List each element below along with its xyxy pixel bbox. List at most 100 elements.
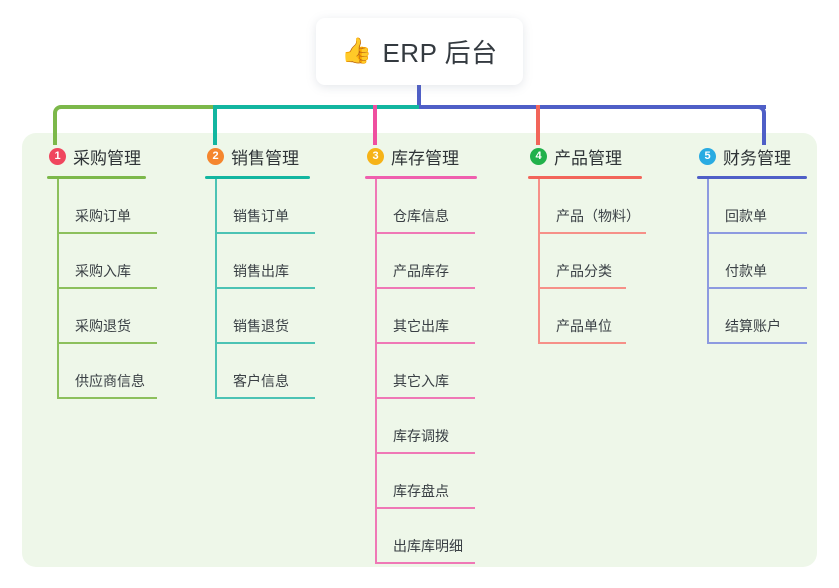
list-item[interactable]: 客户信息 — [215, 344, 355, 399]
drop-col-1 — [53, 113, 57, 145]
column-header[interactable]: 3 库存管理 — [365, 143, 515, 169]
leaf-label: 采购订单 — [75, 208, 131, 224]
leaf-label: 付款单 — [725, 263, 767, 279]
list-item[interactable]: 仓库信息 — [375, 179, 515, 234]
column-product: 4 产品管理 产品（物料） 产品分类 产品单位 — [528, 143, 678, 344]
leaf-label: 销售退货 — [233, 318, 289, 334]
leaf-label: 客户信息 — [233, 373, 289, 389]
bus-green — [63, 105, 213, 109]
list-item[interactable]: 出库库明细 — [375, 509, 515, 564]
bus-left-corner — [53, 105, 65, 117]
leaf-rule — [375, 507, 475, 509]
list-item[interactable]: 产品（物料） — [538, 179, 678, 234]
leaf-label: 产品单位 — [556, 318, 612, 334]
leaf-list: 仓库信息 产品库存 其它出库 其它入库 库存调拨 库存盘点 — [375, 179, 515, 564]
column-title: 库存管理 — [391, 148, 459, 168]
bus-indigo — [419, 105, 766, 109]
list-item[interactable]: 库存盘点 — [375, 454, 515, 509]
leaf-spine — [215, 179, 217, 399]
root-stem — [417, 85, 421, 107]
leaf-label: 产品库存 — [393, 263, 449, 279]
leaf-list: 采购订单 采购入库 采购退货 供应商信息 — [57, 179, 197, 399]
list-item[interactable]: 结算账户 — [707, 289, 839, 344]
leaf-label: 销售出库 — [233, 263, 289, 279]
list-item[interactable]: 产品库存 — [375, 234, 515, 289]
leaf-label: 出库库明细 — [393, 538, 463, 554]
leaf-rule — [57, 397, 157, 399]
leaf-label: 供应商信息 — [75, 373, 145, 389]
column-header[interactable]: 5 财务管理 — [697, 143, 839, 169]
bus-teal — [213, 105, 419, 109]
column-title: 产品管理 — [554, 148, 622, 168]
drop-col-4 — [536, 105, 540, 145]
leaf-label: 其它出库 — [393, 318, 449, 334]
leaf-spine — [57, 179, 59, 399]
column-badge: 1 — [49, 147, 66, 165]
leaf-label: 回款单 — [725, 208, 767, 224]
column-rule — [205, 176, 310, 179]
list-item[interactable]: 产品分类 — [538, 234, 678, 289]
leaf-rule — [375, 562, 475, 564]
leaf-list: 销售订单 销售出库 销售退货 客户信息 — [215, 179, 355, 399]
list-item[interactable]: 付款单 — [707, 234, 839, 289]
leaf-rule — [707, 287, 807, 289]
list-item[interactable]: 库存调拨 — [375, 399, 515, 454]
leaf-rule — [375, 452, 475, 454]
list-item[interactable]: 其它出库 — [375, 289, 515, 344]
leaf-rule — [215, 397, 315, 399]
leaf-spine — [707, 179, 709, 344]
leaf-label: 库存调拨 — [393, 428, 449, 444]
column-sales: 2 销售管理 销售订单 销售出库 销售退货 客户信息 — [205, 143, 355, 399]
list-item[interactable]: 采购入库 — [57, 234, 197, 289]
list-item[interactable]: 采购退货 — [57, 289, 197, 344]
leaf-rule — [538, 287, 626, 289]
drop-col-2 — [213, 105, 217, 145]
list-item[interactable]: 销售退货 — [215, 289, 355, 344]
list-item[interactable]: 回款单 — [707, 179, 839, 234]
list-item[interactable]: 采购订单 — [57, 179, 197, 234]
column-rule — [365, 176, 477, 179]
leaf-rule — [215, 232, 315, 234]
column-header[interactable]: 4 产品管理 — [528, 143, 678, 169]
column-badge: 5 — [699, 147, 716, 165]
leaf-rule — [538, 232, 646, 234]
leaf-label: 仓库信息 — [393, 208, 449, 224]
leaf-rule — [538, 342, 626, 344]
leaf-label: 产品（物料） — [556, 208, 640, 224]
column-inventory: 3 库存管理 仓库信息 产品库存 其它出库 其它入库 库存调拨 — [365, 143, 515, 564]
column-title: 财务管理 — [723, 148, 791, 168]
leaf-rule — [57, 342, 157, 344]
column-title: 采购管理 — [73, 148, 141, 168]
list-item[interactable]: 销售订单 — [215, 179, 355, 234]
leaf-rule — [57, 287, 157, 289]
list-item[interactable]: 供应商信息 — [57, 344, 197, 399]
leaf-rule — [375, 287, 475, 289]
leaf-rule — [375, 397, 475, 399]
leaf-rule — [375, 232, 475, 234]
leaf-rule — [215, 287, 315, 289]
leaf-list: 回款单 付款单 结算账户 — [707, 179, 839, 344]
column-badge: 3 — [367, 147, 384, 165]
root-node[interactable]: 👍 ERP 后台 — [316, 18, 523, 85]
column-header[interactable]: 1 采购管理 — [47, 143, 197, 169]
column-badge: 4 — [530, 147, 547, 165]
column-badge: 2 — [207, 147, 224, 165]
background-panel — [22, 133, 817, 567]
leaf-spine — [375, 179, 377, 564]
leaf-rule — [215, 342, 315, 344]
list-item[interactable]: 销售出库 — [215, 234, 355, 289]
list-item[interactable]: 其它入库 — [375, 344, 515, 399]
leaf-rule — [707, 342, 807, 344]
list-item[interactable]: 产品单位 — [538, 289, 678, 344]
leaf-label: 其它入库 — [393, 373, 449, 389]
leaf-list: 产品（物料） 产品分类 产品单位 — [538, 179, 678, 344]
leaf-rule — [57, 232, 157, 234]
leaf-rule — [707, 232, 807, 234]
column-finance: 5 财务管理 回款单 付款单 结算账户 — [697, 143, 839, 344]
leaf-label: 销售订单 — [233, 208, 289, 224]
column-purchasing: 1 采购管理 采购订单 采购入库 采购退货 供应商信息 — [47, 143, 197, 399]
drop-col-5 — [762, 113, 766, 145]
leaf-rule — [375, 342, 475, 344]
column-header[interactable]: 2 销售管理 — [205, 143, 355, 169]
